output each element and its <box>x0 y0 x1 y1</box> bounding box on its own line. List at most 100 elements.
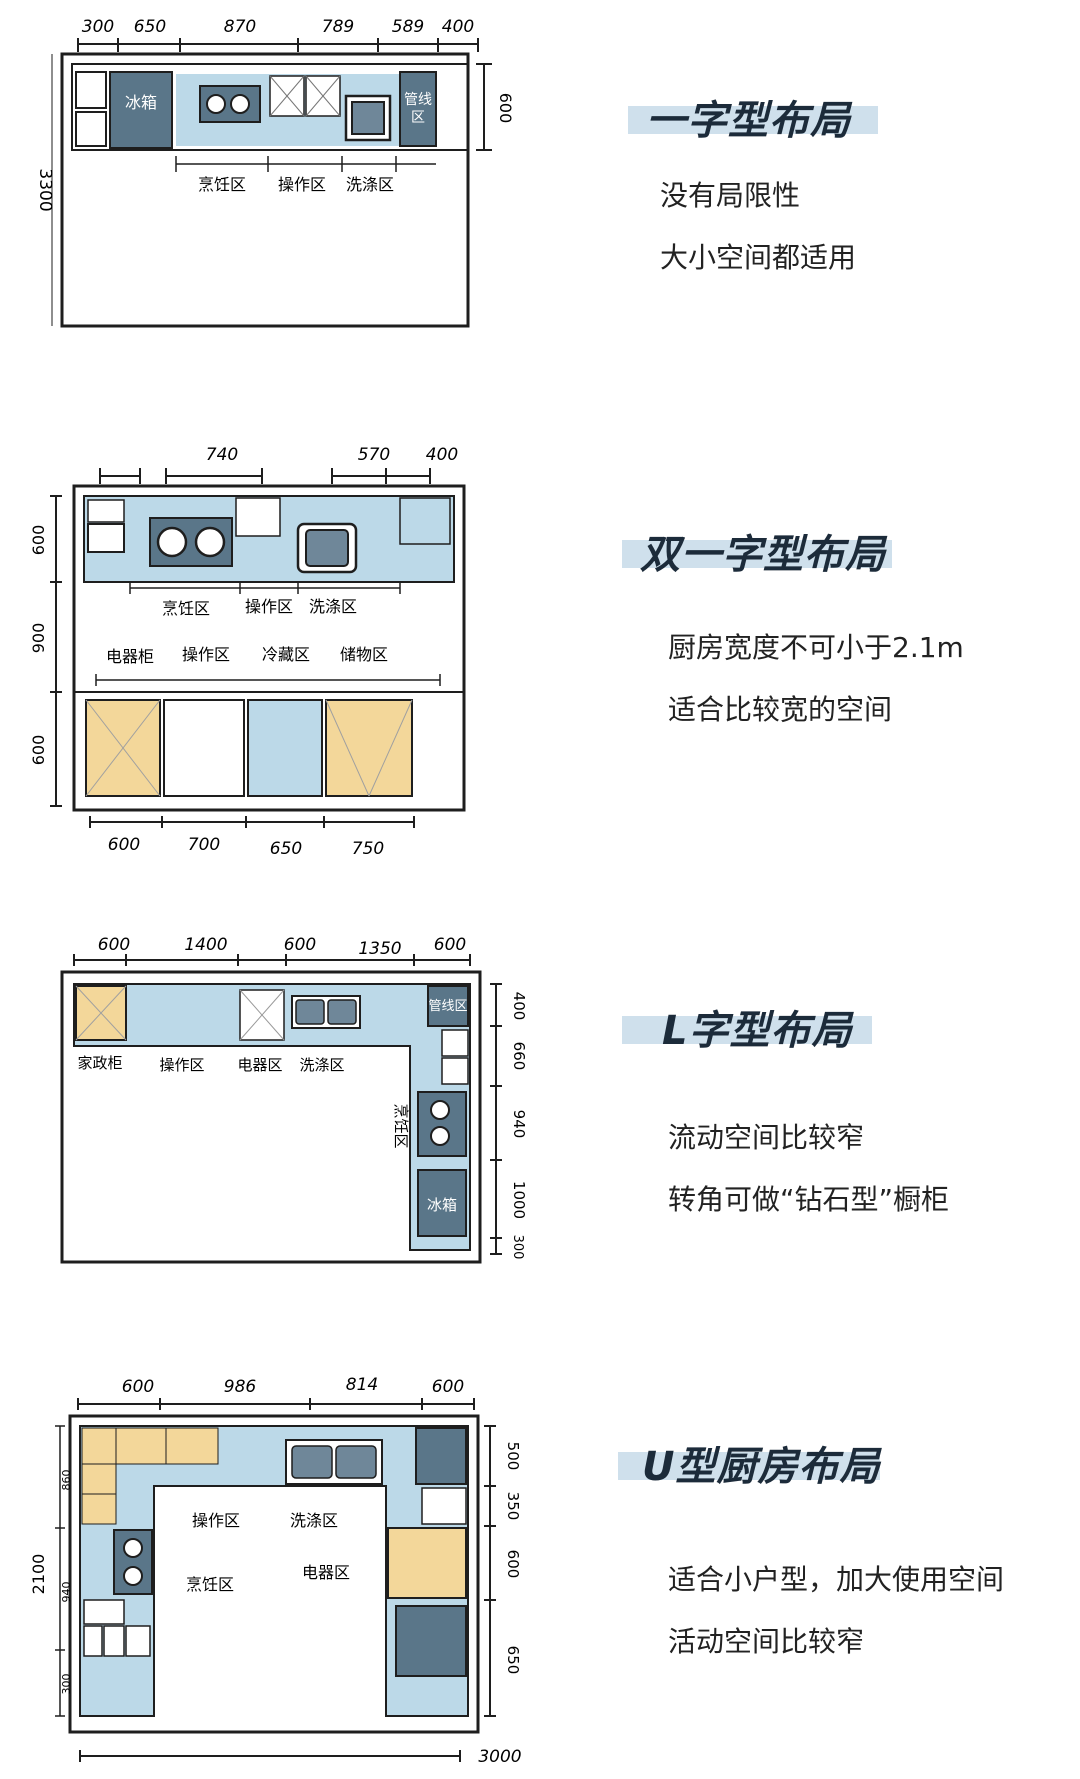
zone-label: 操作区 <box>278 175 326 194</box>
layout-panel-u-shape: 600 986 814 600 操作区 洗涤区 烹饪区 <box>0 1360 1080 1779</box>
dim-top: 400 <box>426 445 458 465</box>
zone-label: 电器柜 <box>106 647 154 666</box>
layout-desc: 转角可做“钻石型”橱柜 <box>668 1183 950 1216</box>
sink-basin <box>291 1445 333 1479</box>
zone-label: 操作区 <box>245 597 293 616</box>
zone-label: 洗涤区 <box>299 1056 344 1074</box>
dim-top: 789 <box>322 17 354 37</box>
dim-right: 400 <box>510 992 528 1021</box>
cabinet <box>75 111 107 147</box>
zone-label: 电器区 <box>302 1563 350 1582</box>
floor-plan-straight: 300 650 870 789 589 400 冰箱 管线 区 <box>35 17 515 328</box>
zone-label: 洗涤区 <box>290 1511 338 1530</box>
counter-strip <box>71 63 469 151</box>
zone-label: 操作区 <box>159 1056 204 1074</box>
dim-right: 1000 <box>510 1181 528 1219</box>
dim-left-total: 2100 <box>30 1554 48 1595</box>
zone-label: 电器区 <box>237 1056 282 1074</box>
dim-right: 600 <box>496 93 515 124</box>
storage-cabinet <box>325 699 413 797</box>
dim-right: 650 <box>504 1646 522 1675</box>
burner-icon <box>194 526 226 558</box>
pipe-area <box>399 71 437 147</box>
dim-top: 600 <box>284 935 316 955</box>
layout-desc: 适合比较宽的空间 <box>668 693 893 726</box>
cabinet <box>441 1057 469 1085</box>
dim-top: 1400 <box>184 935 227 955</box>
pipe-area <box>427 985 469 1027</box>
dim-left: 600 <box>30 525 48 556</box>
pipe-label: 管线 <box>404 92 432 108</box>
dim-top: 986 <box>224 1377 257 1397</box>
layout-panel-straight: 300 650 870 789 589 400 冰箱 管线 区 <box>0 0 1080 380</box>
zone-label: 操作区 <box>182 645 230 664</box>
zone-label: 洗涤区 <box>346 175 394 194</box>
zone-label: 烹饪区 <box>186 1575 234 1594</box>
pipe-label: 管线区 <box>428 999 467 1014</box>
zone-label: 烹饪区 <box>162 599 210 618</box>
cabinet <box>87 499 125 523</box>
zone-label: 冷藏区 <box>262 645 310 664</box>
dim-left: 860 <box>60 1470 73 1491</box>
layout-title: U型厨房布局 <box>642 1444 881 1490</box>
dim-bottom: 700 <box>188 835 220 855</box>
corner-cabinet <box>81 1463 117 1495</box>
cabinet <box>103 1625 125 1657</box>
cabinet <box>399 497 451 545</box>
zone-label-vertical: 烹饪区 <box>392 1103 410 1148</box>
fridge <box>417 1169 467 1237</box>
dim-top: 600 <box>98 935 130 955</box>
dim-top: 300 <box>82 17 114 37</box>
dim-top: 600 <box>434 935 466 955</box>
appliance <box>395 1605 467 1677</box>
layout-desc: 没有局限性 <box>660 179 801 212</box>
countertop-bottom <box>73 691 465 811</box>
zone-label: 操作区 <box>192 1511 240 1530</box>
burner-icon <box>430 1126 450 1146</box>
dim-right: 350 <box>504 1492 522 1521</box>
dim-top: 600 <box>432 1377 464 1397</box>
appliance-cabinet <box>387 1527 467 1599</box>
layout-title: L字型布局 <box>662 1008 853 1054</box>
dim-bottom: 600 <box>108 835 140 855</box>
dim-right: 300 <box>510 1235 525 1260</box>
dim-bottom: 650 <box>270 839 302 859</box>
dim-right: 600 <box>504 1550 522 1579</box>
dim-top: 400 <box>442 17 474 37</box>
burner-icon <box>123 1566 143 1586</box>
layout-panel-l-shape: 600 1400 600 1350 600 管线区 烹饪区 冰箱 家政柜 操作区… <box>0 920 1080 1330</box>
corner-cabinet <box>81 1493 117 1525</box>
appliance <box>415 1427 467 1485</box>
sink-basin <box>327 999 357 1025</box>
burner-icon <box>430 1100 450 1120</box>
zone-label: 储物区 <box>340 645 388 664</box>
cold-storage <box>247 699 323 797</box>
layout-desc: 活动空间比较窄 <box>668 1625 865 1658</box>
cabinet <box>83 1599 125 1625</box>
floor-plan-galley: 740 570 400 烹饪区 操作区 洗涤区 电器柜 操作区 冷藏区 储物区 <box>30 445 466 859</box>
dim-top: 814 <box>346 1375 378 1395</box>
dim-right: 660 <box>510 1042 528 1071</box>
cabinet <box>87 523 125 553</box>
dim-left: 3300 <box>35 168 55 211</box>
floor-plan-u-shape: 600 986 814 600 操作区 洗涤区 烹饪区 <box>30 1375 522 1767</box>
dim-right: 940 <box>510 1110 528 1139</box>
dim-bottom: 750 <box>352 839 384 859</box>
burner-icon <box>123 1538 143 1558</box>
cabinet <box>83 1625 103 1657</box>
layout-title: 一字型布局 <box>646 98 851 144</box>
cabinet <box>235 497 281 537</box>
dim-top: 600 <box>122 1377 154 1397</box>
fridge-label: 冰箱 <box>427 1196 457 1214</box>
layout-panel-galley: 740 570 400 烹饪区 操作区 洗涤区 电器柜 操作区 冷藏区 储物区 <box>0 430 1080 870</box>
burner-icon <box>230 94 250 114</box>
dim-left: 900 <box>30 623 48 654</box>
dim-left: 600 <box>30 735 48 766</box>
pipe-label: 区 <box>411 110 425 126</box>
fridge <box>109 71 173 149</box>
zone-label: 洗涤区 <box>309 597 357 616</box>
layout-title: 双一字型布局 <box>640 532 886 578</box>
prep-cabinet <box>163 699 245 797</box>
layout-desc: 大小空间都适用 <box>660 241 857 274</box>
corner-cabinet <box>165 1427 219 1465</box>
